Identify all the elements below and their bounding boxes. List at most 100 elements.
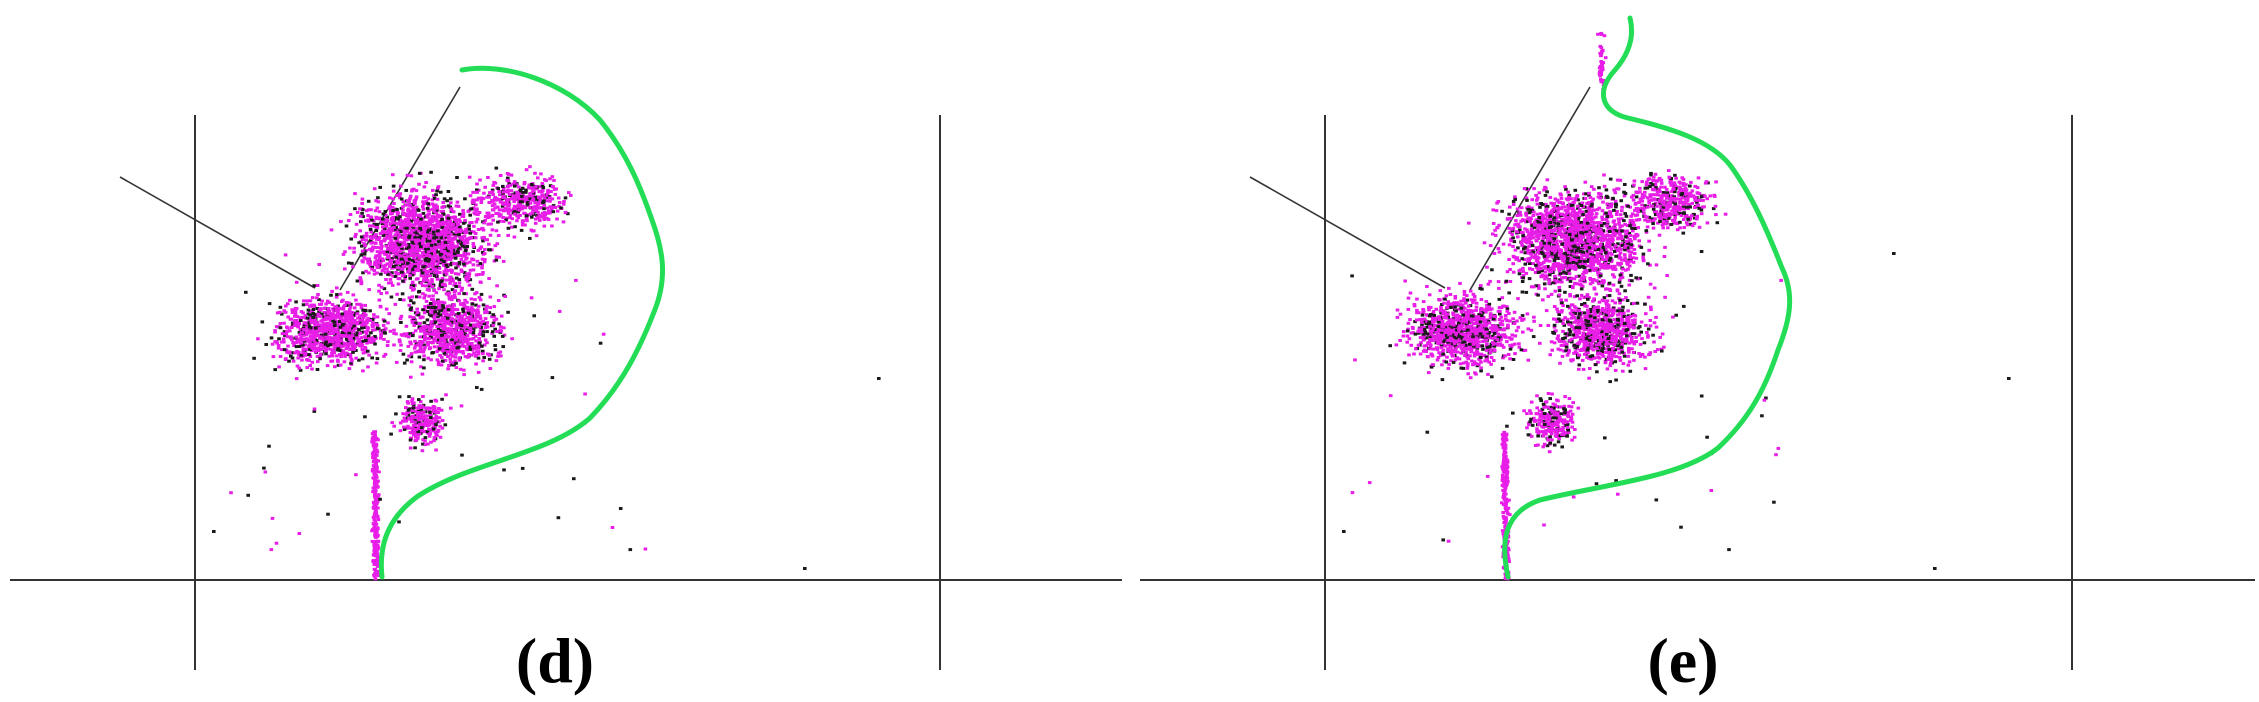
magenta-particle — [492, 315, 497, 318]
magenta-particle — [473, 232, 478, 235]
magenta-particle — [420, 230, 425, 234]
magenta-particle — [475, 217, 480, 221]
magenta-particle — [415, 218, 419, 222]
magenta-particle — [294, 335, 299, 339]
dark-particle — [467, 224, 471, 228]
magenta-particle — [418, 335, 422, 339]
dark-particle — [459, 241, 464, 245]
dark-particle — [357, 241, 361, 245]
magenta-particle — [449, 243, 454, 247]
magenta-particle — [497, 214, 502, 218]
dark-particle — [452, 252, 457, 256]
stray-particle — [529, 296, 534, 300]
magenta-particle — [457, 336, 462, 340]
magenta-particle — [421, 205, 425, 208]
magenta-particle — [388, 260, 393, 264]
magenta-particle — [326, 312, 330, 315]
magenta-particle — [375, 564, 380, 568]
magenta-particle — [465, 300, 469, 304]
magenta-particle — [274, 325, 279, 329]
magenta-particle — [284, 357, 288, 361]
magenta-particle — [1534, 246, 1539, 250]
dark-particle — [324, 352, 328, 356]
dark-particle — [362, 326, 366, 329]
magenta-particle — [344, 301, 349, 305]
magenta-particle — [372, 518, 377, 522]
magenta-particle — [476, 196, 481, 200]
dark-particle — [463, 245, 467, 249]
dark-particle — [422, 343, 426, 347]
dark-particle — [481, 334, 486, 338]
magenta-particle — [375, 555, 380, 559]
magenta-particle — [406, 401, 410, 405]
dark-particle — [305, 316, 310, 320]
magenta-particle — [384, 224, 389, 228]
magenta-particle — [333, 365, 337, 369]
magenta-particle — [376, 533, 380, 537]
magenta-particle — [416, 436, 420, 440]
magenta-particle — [373, 495, 377, 499]
magenta-particle — [398, 246, 402, 250]
magenta-particle — [419, 220, 424, 224]
dark-particle — [434, 243, 438, 247]
dark-particle — [411, 301, 416, 305]
magenta-particle — [335, 334, 340, 338]
magenta-particle — [429, 307, 433, 311]
magenta-particle — [471, 308, 475, 312]
magenta-particle — [411, 331, 415, 335]
magenta-particle — [386, 247, 390, 251]
dark-particle — [311, 315, 315, 319]
dark-particle — [439, 253, 444, 257]
dark-particle — [280, 312, 284, 316]
magenta-particle — [409, 286, 413, 290]
dark-particle — [306, 312, 310, 316]
dark-particle — [402, 427, 407, 431]
magenta-particle — [442, 205, 446, 209]
magenta-particle — [1612, 234, 1617, 238]
dark-particle — [333, 324, 337, 328]
magenta-particle — [452, 308, 457, 312]
magenta-particle — [1615, 178, 1620, 182]
magenta-particle — [522, 211, 526, 215]
magenta-particle — [299, 310, 304, 314]
magenta-particle — [480, 226, 485, 230]
magenta-particle — [446, 253, 450, 257]
magenta-particle — [379, 247, 383, 251]
magenta-particle — [471, 258, 476, 262]
magenta-particle — [459, 268, 464, 272]
magenta-particle — [371, 522, 376, 526]
dark-particle — [425, 310, 430, 313]
dark-particle — [458, 225, 462, 229]
magenta-particle — [379, 285, 384, 289]
magenta-particle — [481, 359, 485, 363]
dark-particle — [1584, 238, 1588, 242]
dark-particle — [426, 202, 430, 206]
magenta-particle — [370, 224, 375, 228]
magenta-particle — [528, 192, 532, 195]
dark-particle — [361, 215, 365, 219]
magenta-particle — [363, 244, 367, 248]
dark-particle — [409, 219, 414, 223]
dark-particle — [422, 358, 426, 362]
dark-particle — [318, 357, 322, 361]
dark-particle — [530, 215, 534, 219]
magenta-particle — [421, 416, 425, 420]
magenta-particle — [414, 269, 419, 273]
magenta-particle — [439, 214, 443, 218]
magenta-particle — [278, 310, 282, 314]
stray-particle — [520, 466, 525, 470]
magenta-particle — [452, 215, 457, 219]
magenta-particle — [478, 317, 483, 321]
magenta-particle — [425, 340, 430, 344]
dark-particle — [487, 311, 492, 315]
magenta-particle — [404, 221, 409, 224]
magenta-particle — [438, 324, 442, 328]
magenta-particle — [1600, 215, 1604, 219]
magenta-particle — [390, 421, 394, 425]
dark-particle — [398, 264, 403, 268]
magenta-particle — [389, 262, 394, 266]
magenta-particle — [459, 329, 464, 333]
dark-particle — [474, 303, 478, 307]
magenta-particle — [373, 574, 377, 578]
dark-particle — [390, 271, 394, 275]
